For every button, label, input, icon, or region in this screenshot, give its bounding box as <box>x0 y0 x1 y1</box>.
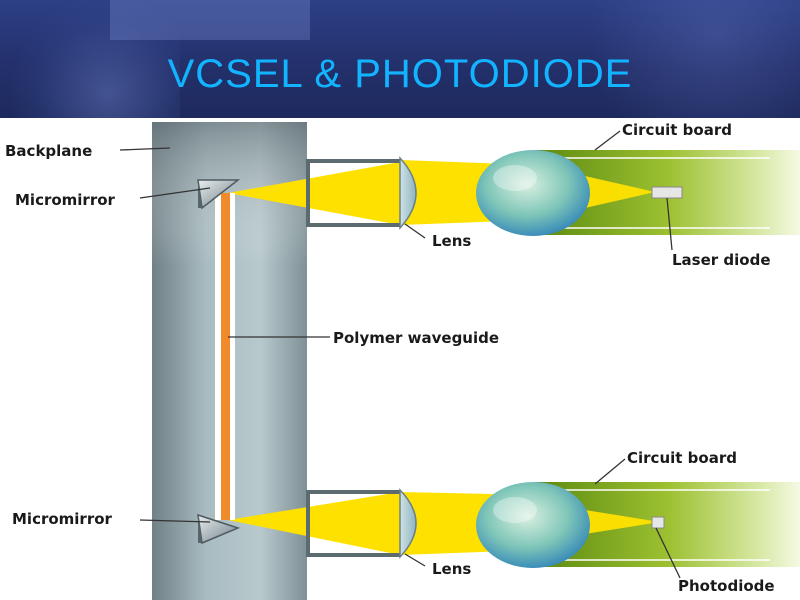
label-polymer-waveguide: Polymer waveguide <box>333 329 499 347</box>
label-lens-top: Lens <box>432 232 471 250</box>
vcsel-photodiode-diagram: Backplane Micromirror Micromirror Circui… <box>5 121 800 600</box>
label-lens-bottom: Lens <box>432 560 471 578</box>
header-decoration <box>110 0 310 40</box>
lens-housing-bottom <box>306 490 400 557</box>
laser-diode-chip <box>651 186 683 199</box>
slide-header: VCSEL & PHOTODIODE <box>0 0 800 118</box>
label-micromirror-bottom: Micromirror <box>12 510 113 528</box>
header-decoration <box>0 0 180 118</box>
polymer-waveguide <box>215 193 235 520</box>
half-lens-bottom <box>399 488 417 559</box>
header-decoration <box>520 0 800 118</box>
label-photodiode: Photodiode <box>678 577 775 595</box>
lens-housing-top <box>306 159 400 227</box>
micromirror-top <box>197 179 241 210</box>
ball-lens-bottom <box>476 482 590 568</box>
label-circuit-board-top: Circuit board <box>622 121 732 139</box>
label-laser-diode: Laser diode <box>672 251 771 269</box>
half-lens-top <box>399 156 417 230</box>
slide-title: VCSEL & PHOTODIODE <box>167 52 633 96</box>
photodiode-chip <box>651 516 665 529</box>
leader-lines <box>119 130 681 579</box>
label-micromirror-top: Micromirror <box>15 191 116 209</box>
label-backplane: Backplane <box>5 142 92 160</box>
label-circuit-board-bottom: Circuit board <box>627 449 737 467</box>
ball-lens-top <box>476 150 590 236</box>
